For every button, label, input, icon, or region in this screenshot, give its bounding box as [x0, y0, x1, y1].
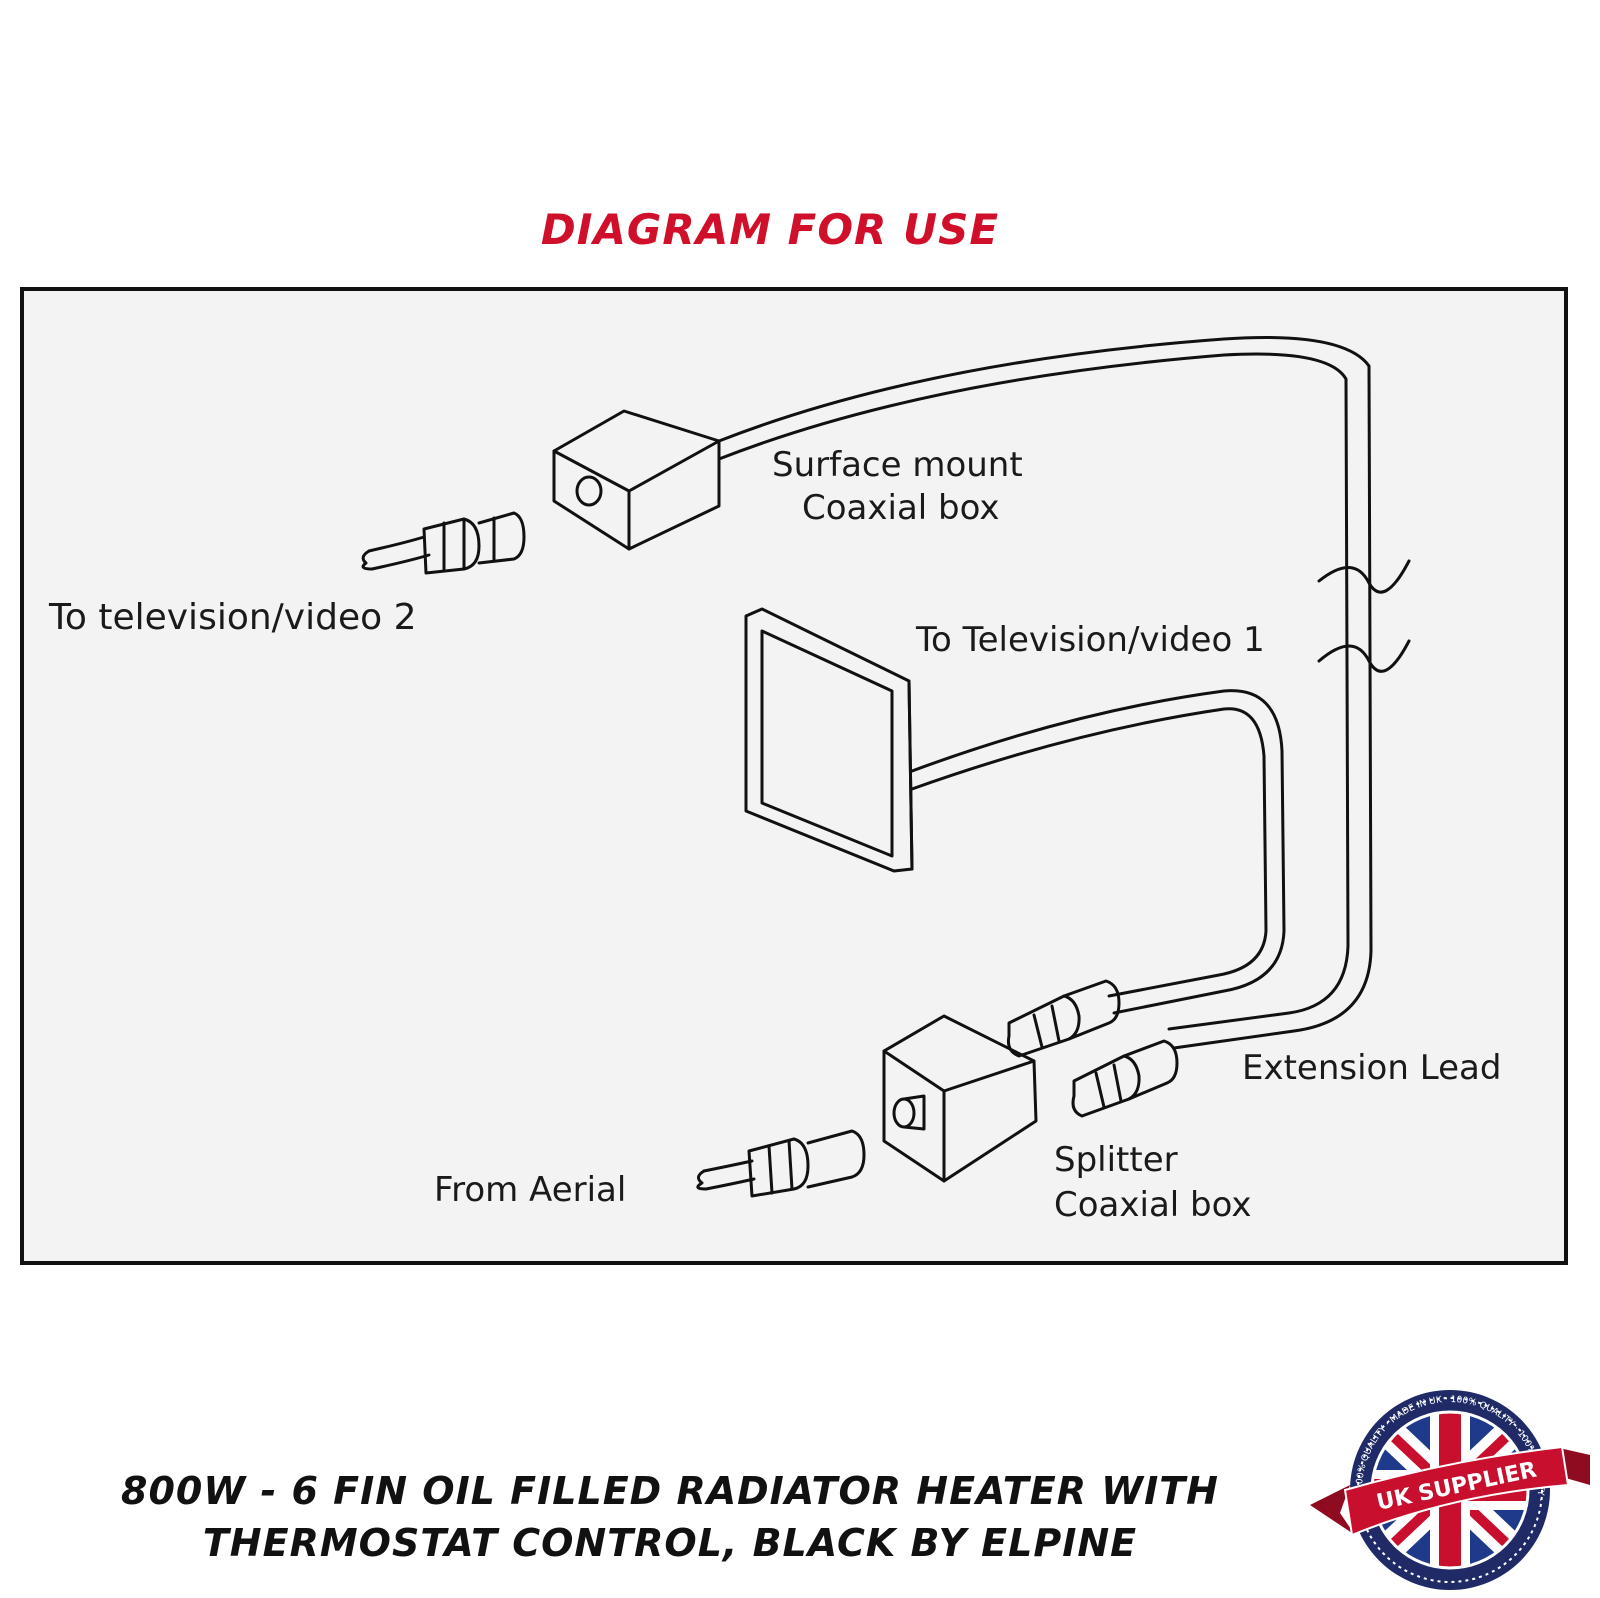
label-splitter-line1: Splitter — [1054, 1140, 1178, 1180]
ribbon-banner — [1310, 1445, 1590, 1537]
tv2-plug — [361, 511, 526, 575]
tv1-cable-inner — [910, 707, 1268, 998]
coaxial-diagram: Surface mount Coaxial box To television/… — [48, 336, 1501, 1225]
diagram-frame: Surface mount Coaxial box To television/… — [20, 287, 1568, 1265]
extension-lead-cable-inner — [717, 352, 1350, 1031]
uk-supplier-badge: 100% QUALITY · MADE IN UK · 100% QUALITY… — [1310, 1390, 1590, 1590]
label-splitter-line2: Coaxial box — [1054, 1185, 1252, 1225]
extension-lead-cable — [717, 336, 1373, 1050]
television — [744, 607, 914, 873]
label-from-aerial: From Aerial — [434, 1170, 626, 1210]
splitter-plug-tv1 — [1007, 979, 1121, 1058]
diagram-title: DIAGRAM FOR USE — [540, 205, 1000, 254]
break-mark-lower — [1317, 639, 1411, 673]
surface-mount-box — [552, 409, 721, 551]
label-to-tv2: To television/video 2 — [48, 597, 416, 638]
break-mark-upper — [1317, 559, 1411, 594]
product-title-line1: 800W - 6 FIN OIL FILLED RADIATOR HEATER … — [121, 1469, 1219, 1513]
label-extension-lead: Extension Lead — [1242, 1048, 1501, 1088]
label-surface-mount-line1: Surface mount — [772, 445, 1023, 485]
label-surface-mount-line2: Coaxial box — [802, 488, 1000, 528]
product-title: 800W - 6 FIN OIL FILLED RADIATOR HEATER … — [90, 1465, 1250, 1569]
label-to-tv1: To Television/video 1 — [915, 620, 1265, 660]
aerial-plug — [696, 1129, 866, 1198]
tv1-cable — [910, 689, 1286, 1015]
splitter-plug-extension — [1071, 1039, 1179, 1118]
splitter-box — [882, 1014, 1038, 1183]
product-title-line2: THERMOSTAT CONTROL, BLACK BY ELPINE — [202, 1521, 1138, 1565]
